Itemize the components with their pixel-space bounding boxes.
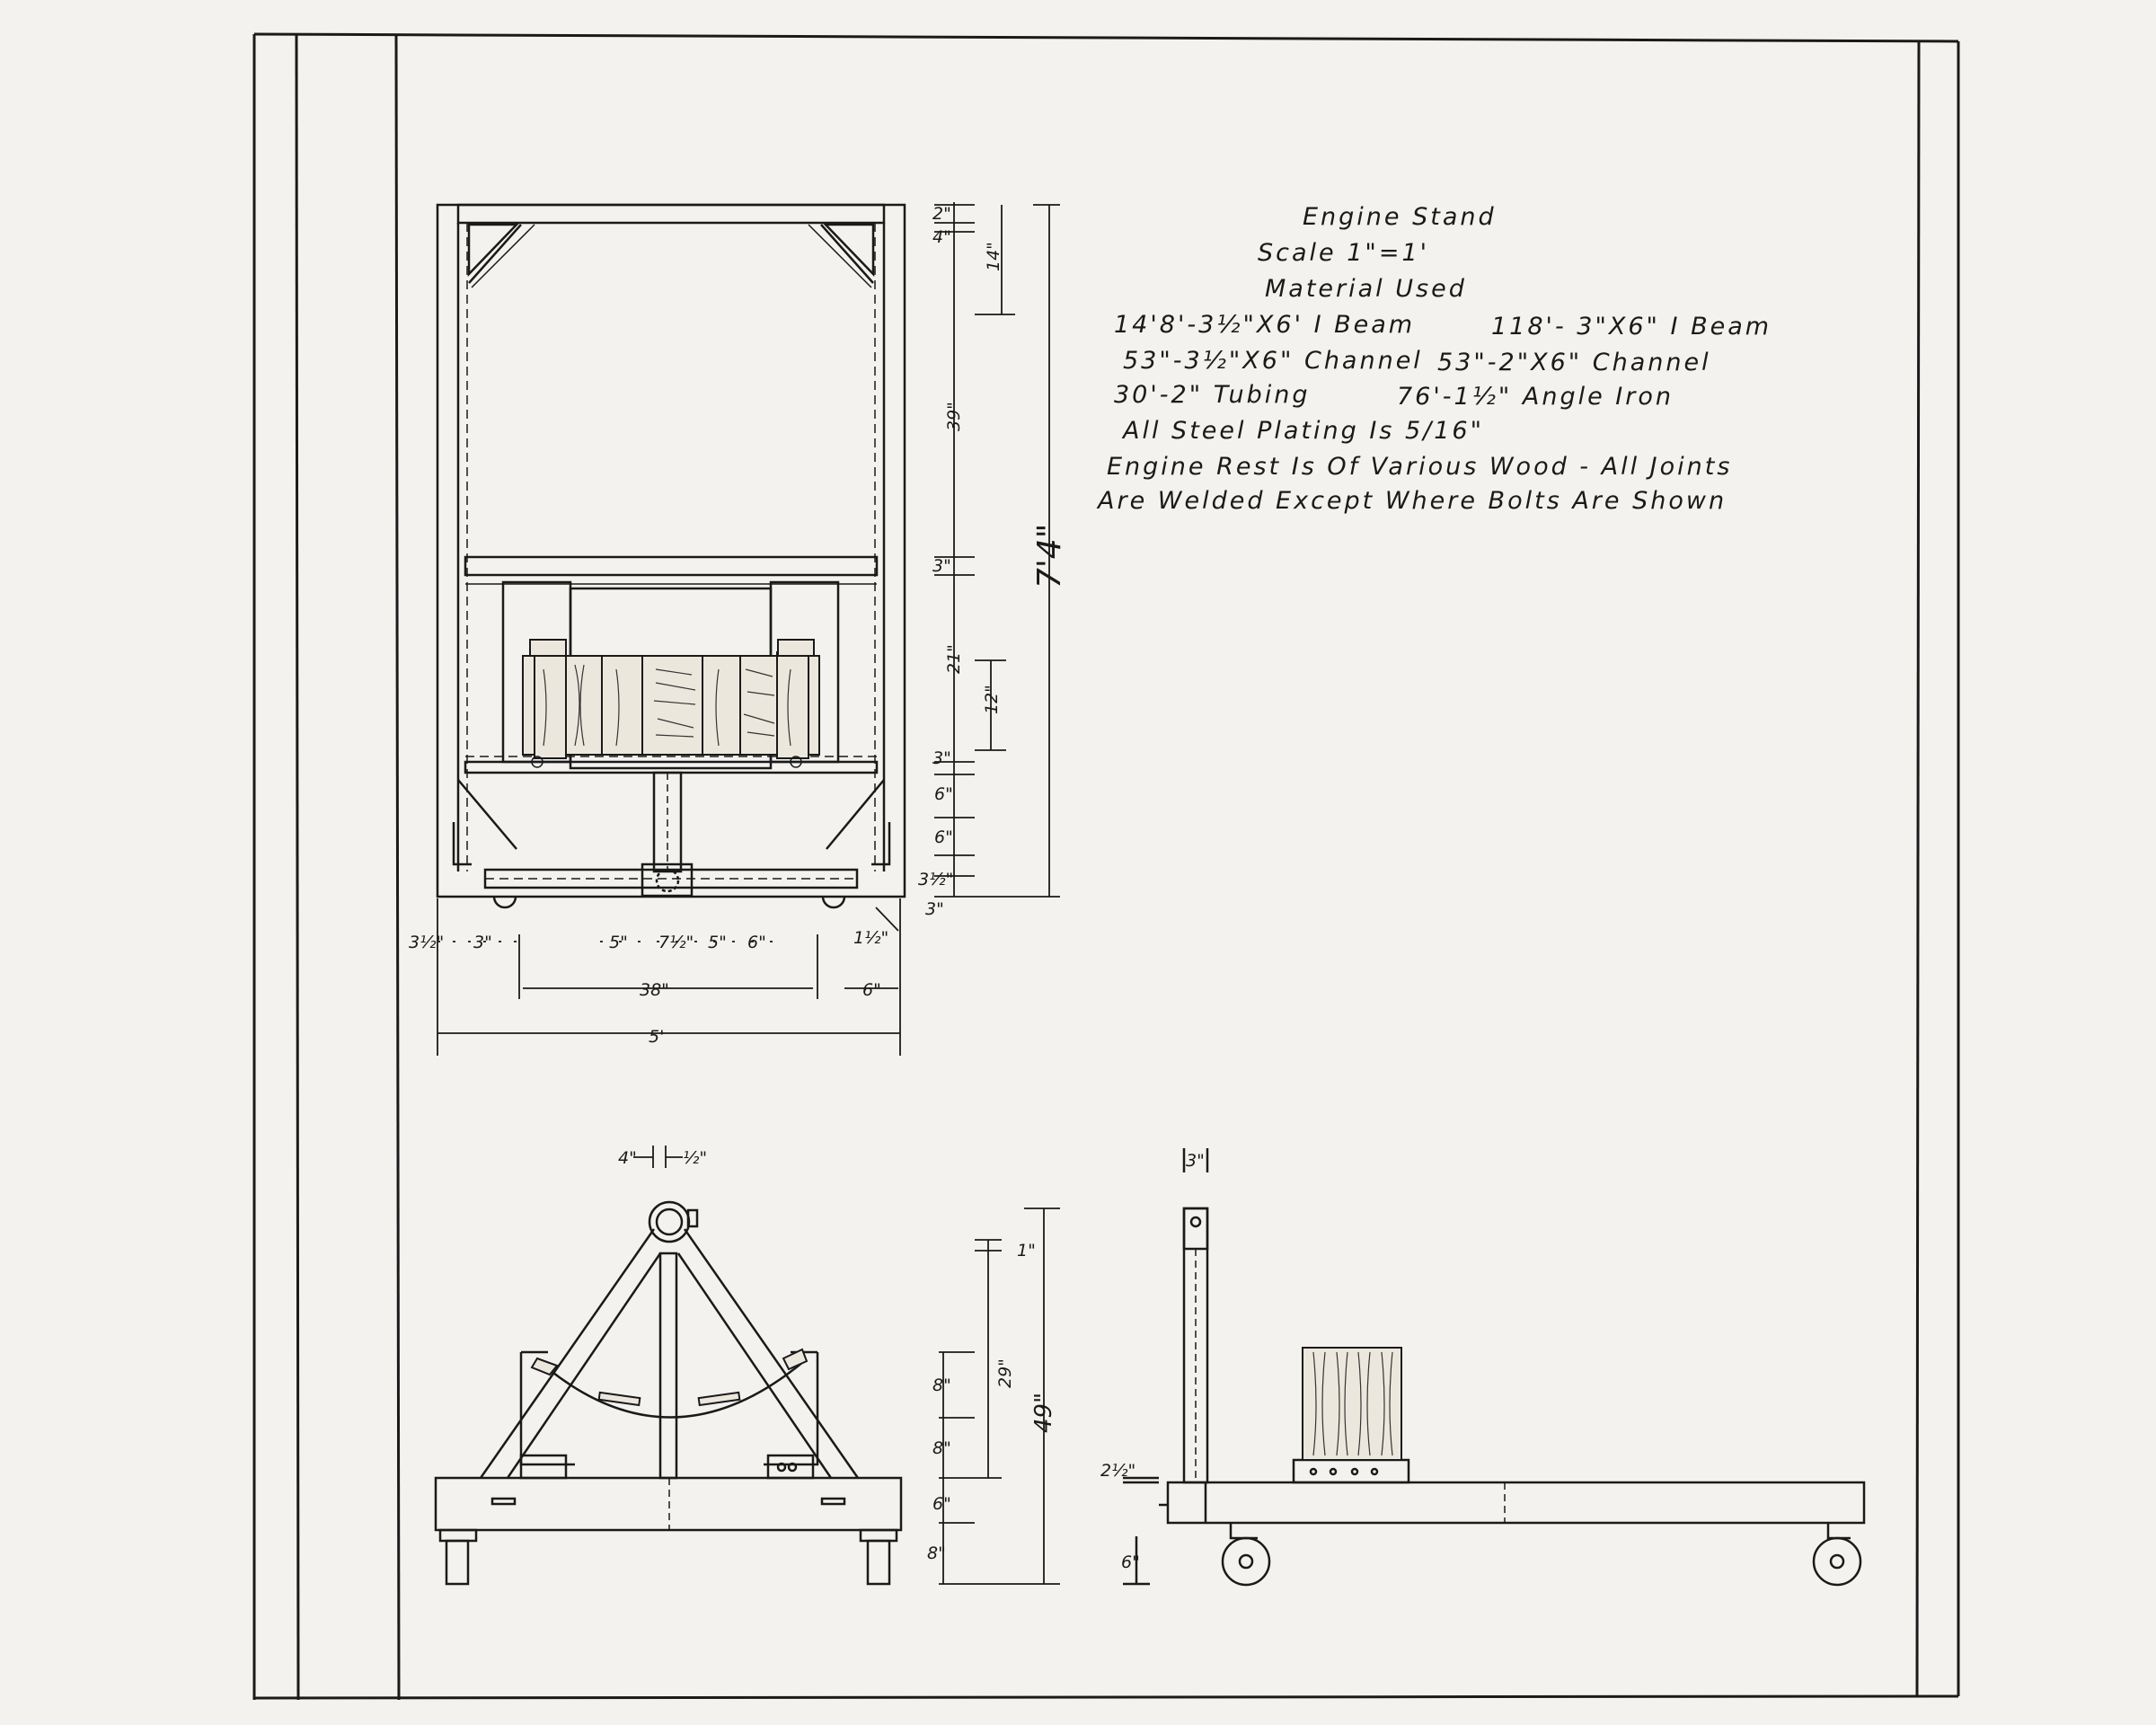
dim-label: 3½" <box>409 933 444 952</box>
joints-note-line1: Engine Rest Is Of Various Wood - All Joi… <box>1107 453 1732 481</box>
plating-note: All Steel Plating Is 5/16" <box>1121 417 1484 445</box>
dim-label: 1" <box>1017 1241 1036 1261</box>
material-item: 76'-1½" Angle Iron <box>1397 383 1674 411</box>
dim-label: 21" <box>944 644 964 674</box>
material-item: 14'8'-3½"X6' I Beam <box>1114 311 1415 339</box>
dim-label: 3" <box>1186 1151 1205 1171</box>
top-view: 2" 4" 14" 39" 3" 21" 12" 3" 6" 6" 3½" 3"… <box>409 202 1068 1056</box>
dim-label: 1½" <box>853 928 888 948</box>
drawing-notes: Engine Stand Scale 1"=1' Material Used 1… <box>1096 203 1772 515</box>
dim-label: 2½" <box>1100 1461 1135 1481</box>
material-item: 30'-2" Tubing <box>1114 381 1310 409</box>
front-view: 4" ½" 1" 29" 49" 8" 8" 6" 8" <box>434 1146 1060 1586</box>
drawing-scale: Scale 1"=1' <box>1258 239 1429 267</box>
dim-label: 49" <box>1030 1393 1057 1433</box>
dim-label: 14" <box>984 242 1003 271</box>
material-item: 53"-2"X6" Channel <box>1437 349 1711 376</box>
material-header: Material Used <box>1265 275 1467 303</box>
dim-label: 5" <box>708 933 727 952</box>
joints-note-line2: Are Welded Except Where Bolts Are Shown <box>1096 487 1727 515</box>
dim-label: 2" <box>932 204 951 224</box>
dim-label: 39" <box>944 402 964 431</box>
material-item: 118'- 3"X6" I Beam <box>1491 313 1772 341</box>
dim-label: 3" <box>473 933 492 952</box>
dim-label: 3½" <box>918 870 953 889</box>
dim-label: 12" <box>982 685 1002 714</box>
dim-label: 8" <box>927 1544 946 1563</box>
dim-label: 5' <box>649 1027 664 1047</box>
dim-label: 6" <box>862 980 881 1000</box>
dim-label: 4" <box>618 1148 637 1168</box>
dim-label: 38" <box>640 980 669 1000</box>
dim-label: 6" <box>747 933 766 952</box>
side-view: 3" 2½" 6" <box>1100 1148 1866 1587</box>
dim-label: ½" <box>683 1148 707 1168</box>
dim-label: 6" <box>932 1494 951 1514</box>
dim-label: 3" <box>932 556 951 576</box>
dim-label: 29" <box>995 1358 1015 1388</box>
dim-label: 6" <box>1121 1552 1140 1572</box>
dim-label: 7½" <box>658 933 694 952</box>
dim-label: 3" <box>925 899 944 919</box>
dim-label: 3" <box>932 748 951 768</box>
drawing-title: Engine Stand <box>1303 203 1497 231</box>
dim-label: 6" <box>934 784 953 804</box>
material-item: 53"-3½"X6" Channel <box>1123 347 1423 375</box>
dim-label: 4" <box>932 227 951 247</box>
dim-label: 5" <box>609 933 628 952</box>
dim-label: 6" <box>934 827 953 847</box>
sheet-border <box>252 32 1960 1701</box>
dim-label: 8" <box>932 1376 951 1395</box>
dim-label: 8" <box>932 1438 951 1458</box>
overall-height-dim: 7'4" <box>1031 524 1068 588</box>
